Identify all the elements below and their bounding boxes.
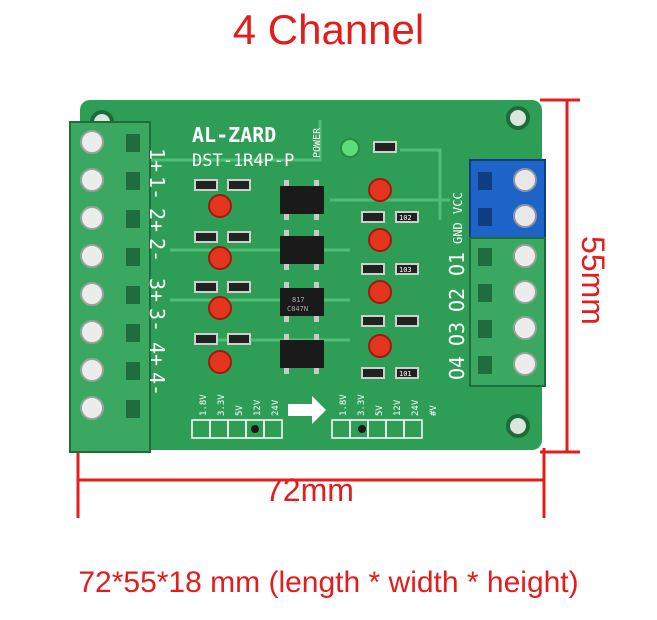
v-label-r-24: 24V	[411, 399, 421, 416]
v-label-5: 5V	[235, 405, 245, 416]
output-labels: GND VCC O1 O2 O3 O4	[445, 192, 469, 380]
power-terminal-block	[469, 159, 546, 239]
power-led	[340, 138, 360, 158]
v-label-12: 12V	[253, 399, 263, 416]
model-label: DST-1R4P-P	[192, 151, 294, 171]
dimensions-caption: 72*55*18 mm (length * width * height)	[78, 566, 579, 599]
resistor-label-101: 101	[399, 370, 412, 378]
power-label: POWER	[312, 127, 323, 158]
dimension-lines	[76, 98, 580, 518]
red-leds	[208, 178, 392, 374]
height-dimension-label: 55mm	[574, 236, 611, 325]
v-label-r-1-8: 1.8V	[339, 394, 349, 416]
jumper-dot-left	[251, 425, 259, 433]
input-label-1n: 1-	[145, 176, 169, 200]
input-label-2n: 2-	[145, 238, 169, 262]
title: 4 Channel	[232, 6, 425, 53]
optocouplers	[280, 186, 324, 368]
input-terminal-block	[69, 121, 151, 453]
v-label-24: 24V	[271, 399, 281, 416]
voltage-labels-right: 1.8V 3.3V 5V 12V 24V #V	[339, 394, 439, 416]
brand-label: AL-ZARD	[192, 123, 276, 147]
v-label-r-5: 5V	[375, 405, 385, 416]
output-label-vcc: VCC	[451, 192, 465, 214]
voltage-selector-left	[191, 419, 283, 439]
v-label-1-8: 1.8V	[199, 394, 209, 416]
output-terminal-block	[469, 237, 546, 387]
input-labels: 1+ 1- 2+ 2- 3+ 3- 4+ 4-	[145, 148, 169, 396]
output-label-o1: O1	[445, 252, 469, 276]
jumper-dot-right	[358, 425, 366, 433]
output-label-o4: O4	[445, 356, 469, 380]
smd-resistors	[194, 141, 419, 379]
resistor-label-103: 103	[399, 266, 412, 274]
input-label-1p: 1+	[145, 148, 169, 172]
v-label-3-3: 3.3V	[217, 394, 227, 416]
output-label-o3: O3	[445, 322, 469, 346]
input-label-4n: 4-	[145, 372, 169, 396]
chip-label-817: 817	[292, 296, 305, 304]
optocoupler-pins	[284, 180, 319, 374]
v-label-r-12: 12V	[393, 399, 403, 416]
arrow-icon	[288, 396, 326, 424]
resistor-label-102: 102	[399, 214, 412, 222]
voltage-selector-right	[331, 419, 423, 439]
v-label-r-custom: #V	[429, 405, 439, 416]
v-label-r-3-3: 3.3V	[357, 394, 367, 416]
output-label-o2: O2	[445, 288, 469, 312]
input-label-2p: 2+	[145, 208, 169, 232]
input-label-3p: 3+	[145, 278, 169, 302]
voltage-labels-left: 1.8V 3.3V 5V 12V 24V	[199, 394, 281, 416]
chip-label-c847n: C847N	[287, 305, 308, 313]
width-dimension-label: 72mm	[265, 472, 354, 508]
output-label-gnd: GND	[451, 222, 465, 244]
input-label-3n: 3-	[145, 308, 169, 332]
input-label-4p: 4+	[145, 342, 169, 366]
